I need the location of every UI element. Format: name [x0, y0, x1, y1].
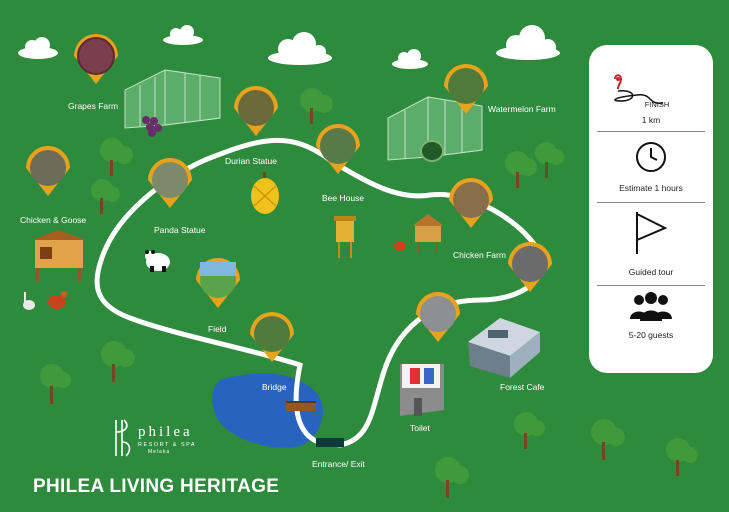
location-label: Watermelon Farm: [488, 104, 556, 114]
divider: [597, 131, 705, 132]
greenhouse-icon: [387, 96, 483, 161]
toilet-building-icon: [400, 364, 444, 416]
location-label: Panda Statue: [154, 225, 206, 235]
chicken-coop-icon: [32, 230, 86, 282]
divider: [597, 285, 705, 286]
distance-label: 1 km: [641, 115, 661, 125]
tree-icon: [514, 412, 545, 449]
grapes-icon: [142, 116, 162, 137]
finish-label: FINISH: [644, 100, 670, 109]
location-label: Chicken Farm: [453, 250, 506, 260]
divider: [597, 202, 705, 203]
pin-watermelon-farm: [444, 64, 488, 114]
tree-icon: [100, 138, 133, 176]
location-label: Bridge: [262, 382, 287, 392]
tree-icon: [535, 142, 564, 178]
philea-logo: philea RESORT & SPA Melaka: [112, 418, 195, 463]
logo-location: Melaka: [148, 449, 171, 455]
location-label: Grapes Farm: [68, 101, 119, 111]
info-panel: FINISH 1 km Estimate 1 hours Guided tour…: [589, 45, 713, 373]
pin-panda-statue: [148, 158, 192, 208]
logo-subtitle: RESORT & SPA: [138, 442, 197, 448]
tour-label: Guided tour: [628, 267, 674, 277]
tree-icon: [591, 419, 625, 460]
tree-icon: [300, 88, 333, 124]
rooster-icon: [48, 291, 67, 309]
tree-icon: [91, 179, 120, 214]
cloud-icon: [163, 25, 203, 45]
flag-icon: [636, 212, 668, 254]
guests-label: 5-20 guests: [628, 330, 674, 340]
cloud-icon: [18, 37, 58, 59]
route-icon: [614, 74, 664, 104]
tree-icon: [40, 364, 71, 404]
chicken-coop-icon: [412, 214, 444, 252]
tree-icon: [505, 151, 537, 188]
location-label: Bee House: [322, 193, 365, 203]
location-label: Forest Cafe: [500, 382, 545, 392]
people-icon: [630, 292, 672, 321]
clock-icon: [636, 142, 666, 172]
cloud-icon: [268, 32, 332, 65]
forest-cafe-icon: [468, 318, 540, 378]
watermelon-icon: [420, 140, 444, 162]
pin-field: [196, 258, 240, 308]
cloud-icon: [392, 49, 428, 69]
cloud-icon: [496, 25, 560, 60]
clouds: [18, 25, 560, 69]
tree-icon: [435, 457, 469, 498]
pin-chicken-farm: [449, 178, 493, 228]
trees: [40, 88, 698, 498]
tree-icon: [101, 341, 135, 382]
map-pins: [26, 34, 552, 362]
location-label: Chicken & Goose: [20, 215, 87, 225]
beehive-icon: [334, 216, 356, 258]
panda-icon: [145, 250, 170, 272]
map-title: PHILEA LIVING HERITAGE: [33, 476, 280, 497]
durian-icon: [251, 172, 279, 214]
pin-bridge: [250, 312, 294, 362]
location-label: Durian Statue: [225, 156, 277, 166]
location-label: Entrance/ Exit: [312, 459, 365, 469]
philea-logo-icon: [115, 419, 131, 457]
pin-bee-house: [316, 124, 360, 174]
bridge-icon: [286, 401, 316, 411]
greenhouse-icon: [124, 69, 221, 129]
entrance-gate-icon: [316, 438, 344, 447]
location-label: Toilet: [410, 423, 430, 433]
time-label: Estimate 1 hours: [619, 183, 683, 193]
rooster-icon: [394, 241, 406, 251]
pin-toilet: [416, 292, 460, 342]
tree-icon: [666, 438, 698, 476]
pin-chicken-goose: [26, 146, 70, 196]
logo-name: philea: [138, 424, 193, 440]
location-label: Field: [208, 324, 227, 334]
pin-grapes-farm: [74, 34, 118, 84]
pin-chicken-farm-2: [508, 242, 552, 292]
goose-icon: [23, 292, 35, 310]
pin-durian-statue: [234, 86, 278, 136]
